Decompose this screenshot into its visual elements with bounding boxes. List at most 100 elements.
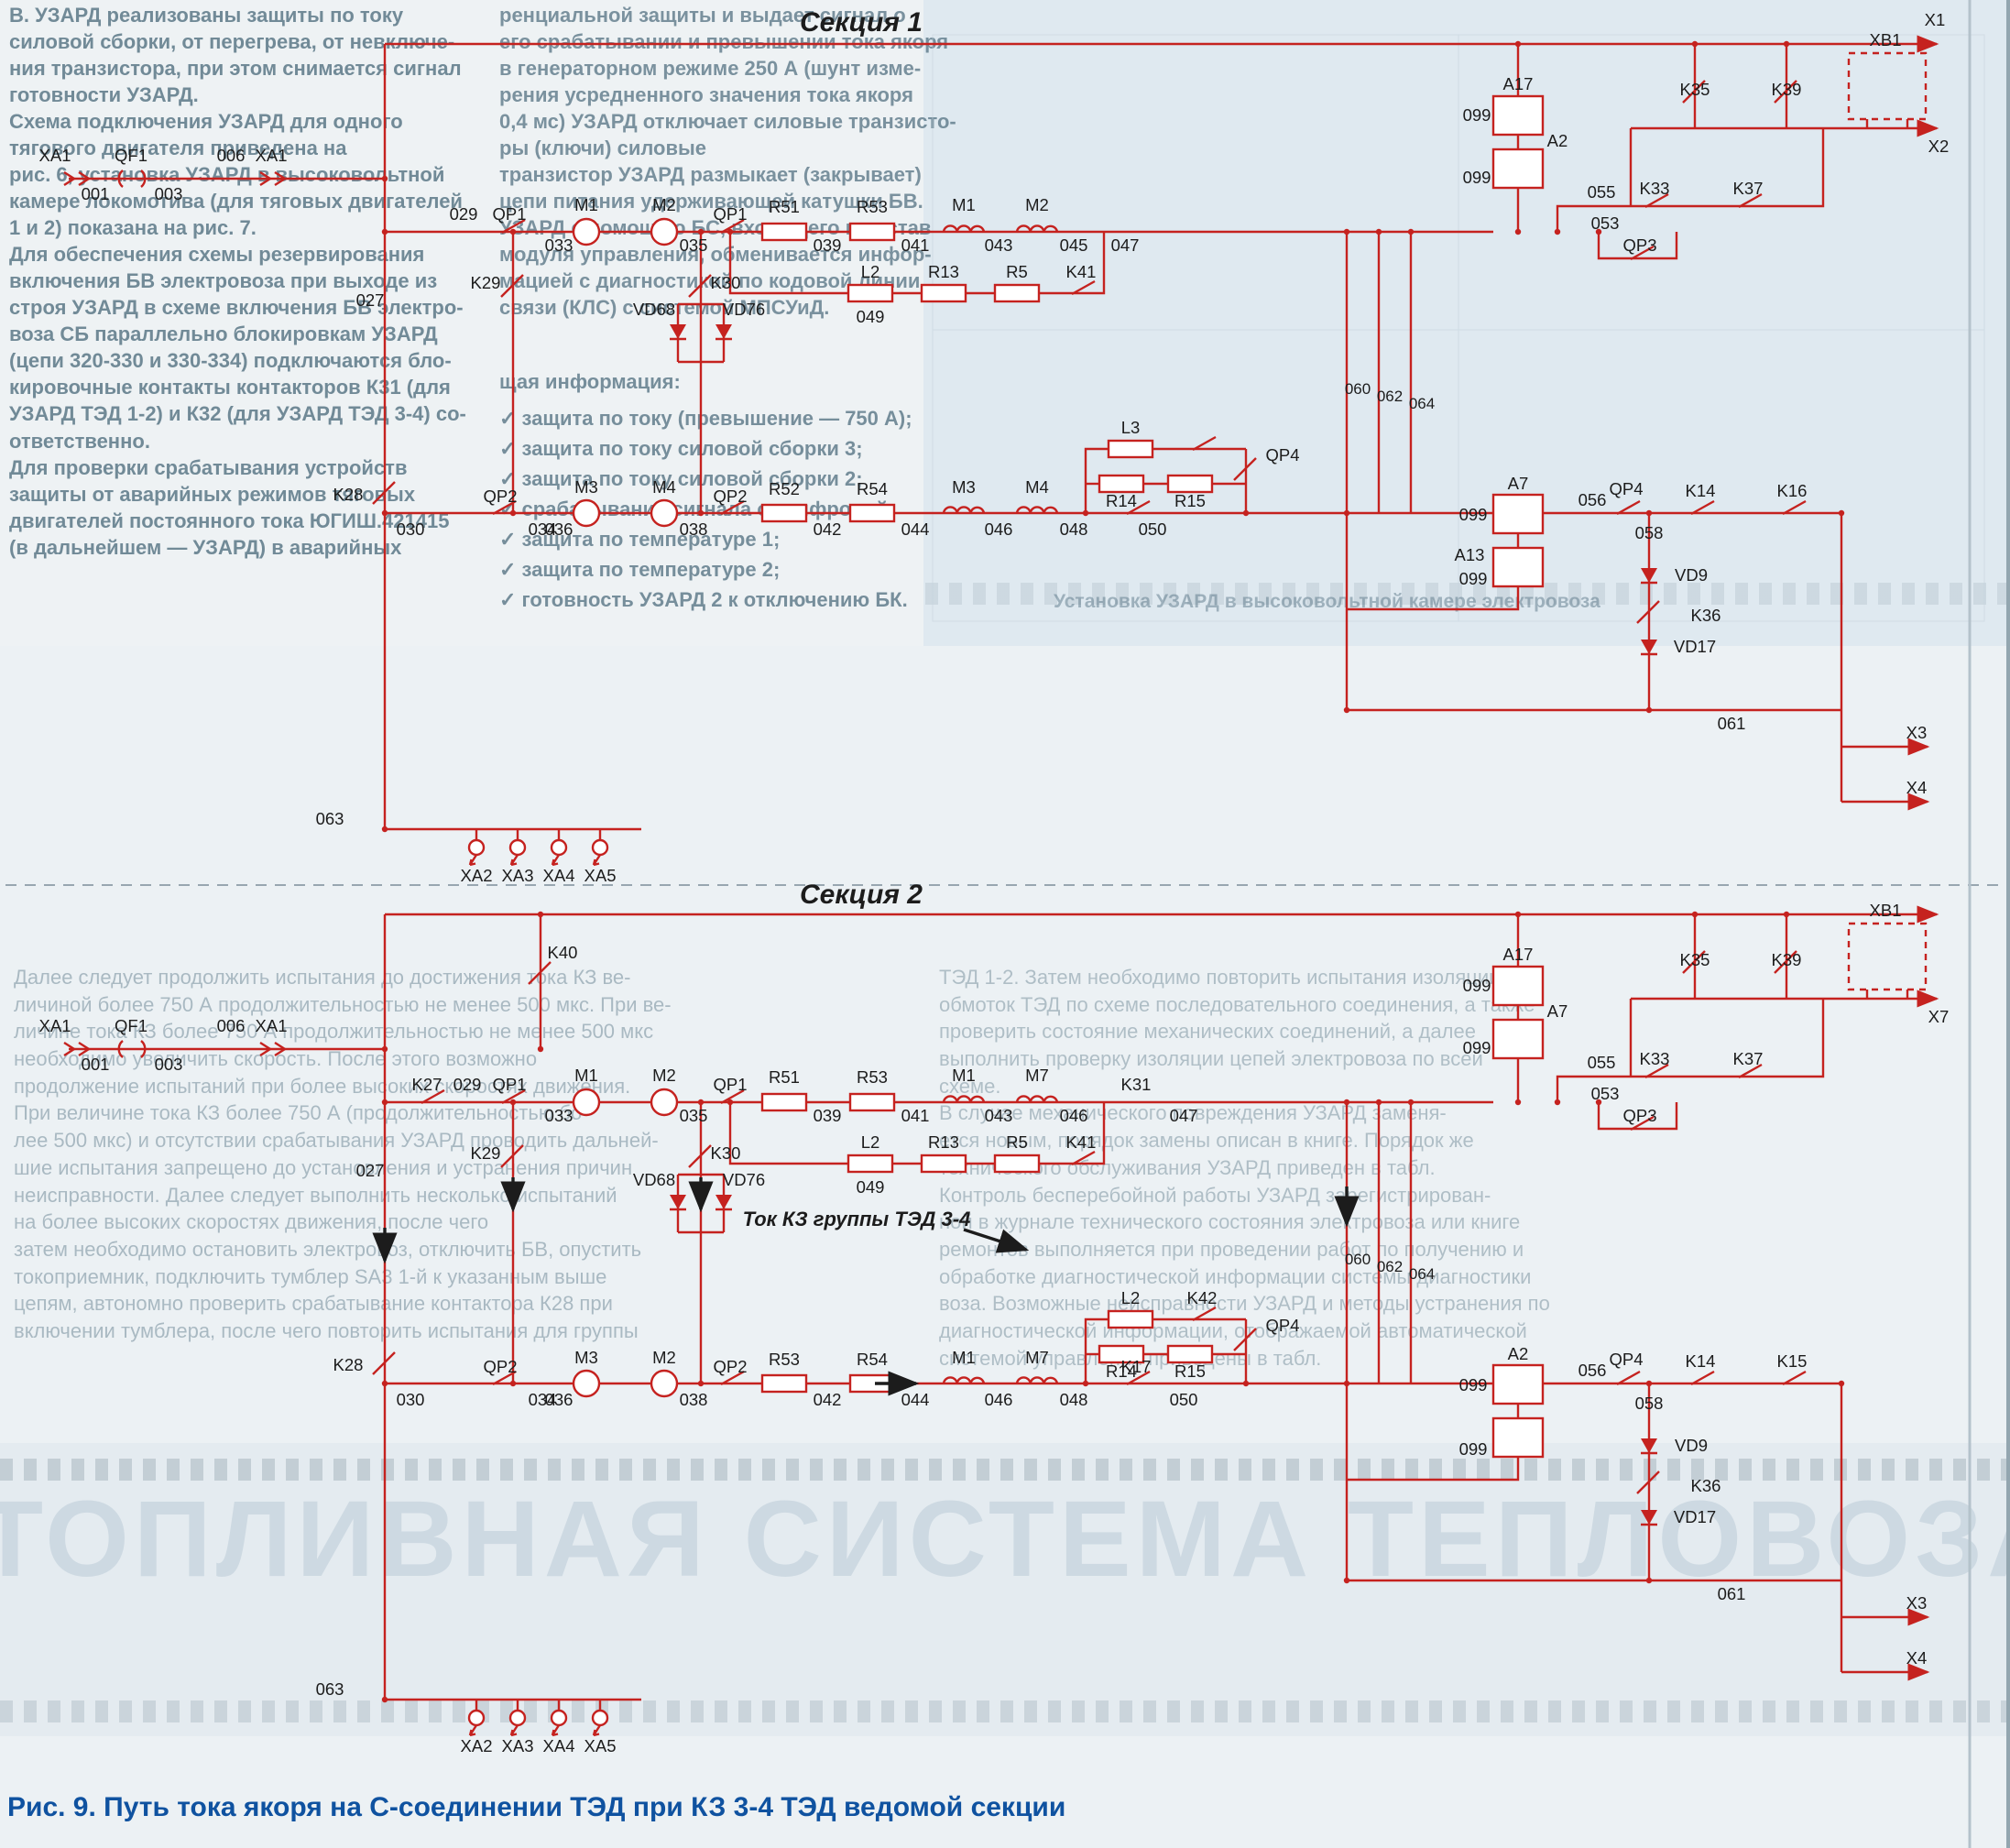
- component-label: R14: [1106, 1361, 1137, 1381]
- text-line: тягового двигателя приведена на: [9, 137, 347, 160]
- bleed-text-bottom-left: Далее следует продолжить испытания до до…: [14, 964, 728, 1345]
- component-label: K37: [1733, 1049, 1764, 1068]
- component-label: 038: [680, 1390, 708, 1409]
- text-line: шие испытания запрещено до установления …: [14, 1155, 633, 1179]
- component-label: M7: [1025, 1066, 1049, 1085]
- text-line: включении тумблера, после чего повторить…: [14, 1318, 639, 1342]
- component-label: 006: [217, 146, 246, 165]
- text-line: Схема подключения УЗАРД для одного: [9, 110, 403, 134]
- component-label: 006: [217, 1016, 246, 1035]
- section-title: Секция 2: [800, 880, 923, 910]
- component-label: 039: [814, 235, 842, 255]
- component-label: 062: [1377, 1258, 1403, 1275]
- component-label: 043: [985, 235, 1013, 255]
- text-line: камере локомотива (для тяговых двигателе…: [9, 190, 463, 213]
- railway-band-decoration: [925, 583, 2010, 605]
- component-label: 027: [356, 290, 385, 310]
- component-label: M3: [574, 477, 598, 497]
- component-label: 030: [397, 1390, 425, 1409]
- component-label: K14: [1686, 481, 1716, 500]
- component-label: M3: [952, 477, 976, 497]
- component-label: 062: [1377, 388, 1403, 405]
- component-label: 055: [1588, 182, 1616, 202]
- component-label: A17: [1503, 945, 1534, 964]
- text-line: личиной более 750 А продолжительностью н…: [14, 992, 672, 1016]
- component-label: XB1: [1870, 30, 1902, 49]
- text-line: необходимо увеличить скорость. После это…: [14, 1047, 538, 1071]
- component-label: QP3: [1622, 235, 1656, 255]
- component-label: 099: [1463, 976, 1491, 995]
- component-label: 099: [1463, 1038, 1491, 1057]
- component-label: 030: [397, 519, 425, 539]
- component-label: 001: [82, 184, 110, 203]
- component-label: R51: [769, 1067, 800, 1087]
- component-label: M1: [952, 1348, 976, 1367]
- component-label: 046: [1060, 1106, 1088, 1125]
- component-label: 033: [545, 1106, 574, 1125]
- component-label: X7: [1928, 1007, 1950, 1026]
- section2-circuit: [64, 912, 1937, 1735]
- section-title: Секция 1: [800, 7, 923, 38]
- component-label: K39: [1772, 80, 1802, 99]
- component-label: VD17: [1674, 637, 1716, 656]
- component-label: A13: [1455, 545, 1485, 564]
- component-label: A2: [1508, 1344, 1529, 1363]
- component-label: XA4: [543, 1736, 575, 1755]
- text-line: УЗАРД ТЭД 1-2) и К32 (для УЗАРД ТЭД 3-4)…: [9, 402, 466, 426]
- component-label: XA5: [584, 866, 617, 885]
- text-line: обработке диагностической информации сис…: [939, 1264, 1532, 1288]
- text-line: обмоток ТЭД по схеме последовательного с…: [939, 992, 1535, 1016]
- component-label: K30: [711, 1143, 741, 1163]
- component-label: QF1: [115, 1016, 147, 1035]
- component-label: 044: [901, 1390, 930, 1409]
- text-line: (цепи 320-330 и 330-334) подключаются бл…: [9, 349, 452, 373]
- component-label: R54: [857, 479, 888, 498]
- figure-caption: Рис. 9. Путь тока якоря на С-соединении …: [7, 1792, 1066, 1822]
- component-label: R51: [769, 197, 800, 216]
- text-line: включения БВ электровоза при выходе из: [9, 269, 438, 293]
- component-label: L2: [861, 1132, 880, 1152]
- component-label: M1: [952, 1066, 976, 1085]
- component-label: X3: [1906, 723, 1928, 742]
- text-line: на более высоких скоростях движения, пос…: [14, 1210, 489, 1234]
- component-label: K33: [1640, 179, 1670, 198]
- component-label: XA1: [256, 1016, 288, 1035]
- component-label: M4: [1025, 477, 1049, 497]
- component-label: XA2: [461, 866, 493, 885]
- text-line: цепи питания удерживающей катушки БВ.: [499, 190, 923, 213]
- component-label: M3: [574, 1348, 598, 1367]
- component-label: M4: [652, 477, 676, 497]
- component-label: 035: [680, 1106, 708, 1125]
- component-label: M2: [652, 195, 676, 214]
- component-label: K28: [333, 1355, 364, 1374]
- text-line: модуля управления, обменивается инфор-: [499, 243, 932, 267]
- component-label: 043: [985, 1106, 1013, 1125]
- text-line: диагностической информации, отображаемой…: [939, 1318, 1527, 1342]
- component-label: K29: [471, 1143, 501, 1163]
- component-label: QP1: [492, 204, 526, 224]
- component-label: 056: [1579, 490, 1607, 509]
- text-line: ✓ защита по току силовой сборки 3;: [499, 437, 863, 460]
- bleed-table-frame: [932, 34, 1985, 622]
- component-label: 050: [1139, 519, 1167, 539]
- text-line: его срабатывании и превышении тока якоря: [499, 30, 949, 54]
- text-line: ✓ защита по току (превышение — 750 А);: [499, 407, 912, 430]
- component-label: 064: [1409, 1265, 1435, 1283]
- component-label: K35: [1680, 80, 1710, 99]
- component-label: XA5: [584, 1736, 617, 1755]
- component-label: K15: [1777, 1351, 1808, 1371]
- text-line: ры (ключи) силовые: [499, 137, 707, 160]
- component-label: 048: [1060, 519, 1088, 539]
- component-label: L3: [1121, 418, 1141, 437]
- component-label: 053: [1591, 213, 1620, 233]
- component-label: R15: [1174, 1361, 1206, 1381]
- text-line: (в дальнейшем — УЗАРД) в аварийных: [9, 535, 402, 559]
- current-annotation: Ток КЗ группы ТЭД 3-4: [743, 1208, 971, 1230]
- component-label: QP1: [492, 1075, 526, 1094]
- component-label: K36: [1691, 1476, 1721, 1495]
- component-label: R5: [1006, 1132, 1028, 1152]
